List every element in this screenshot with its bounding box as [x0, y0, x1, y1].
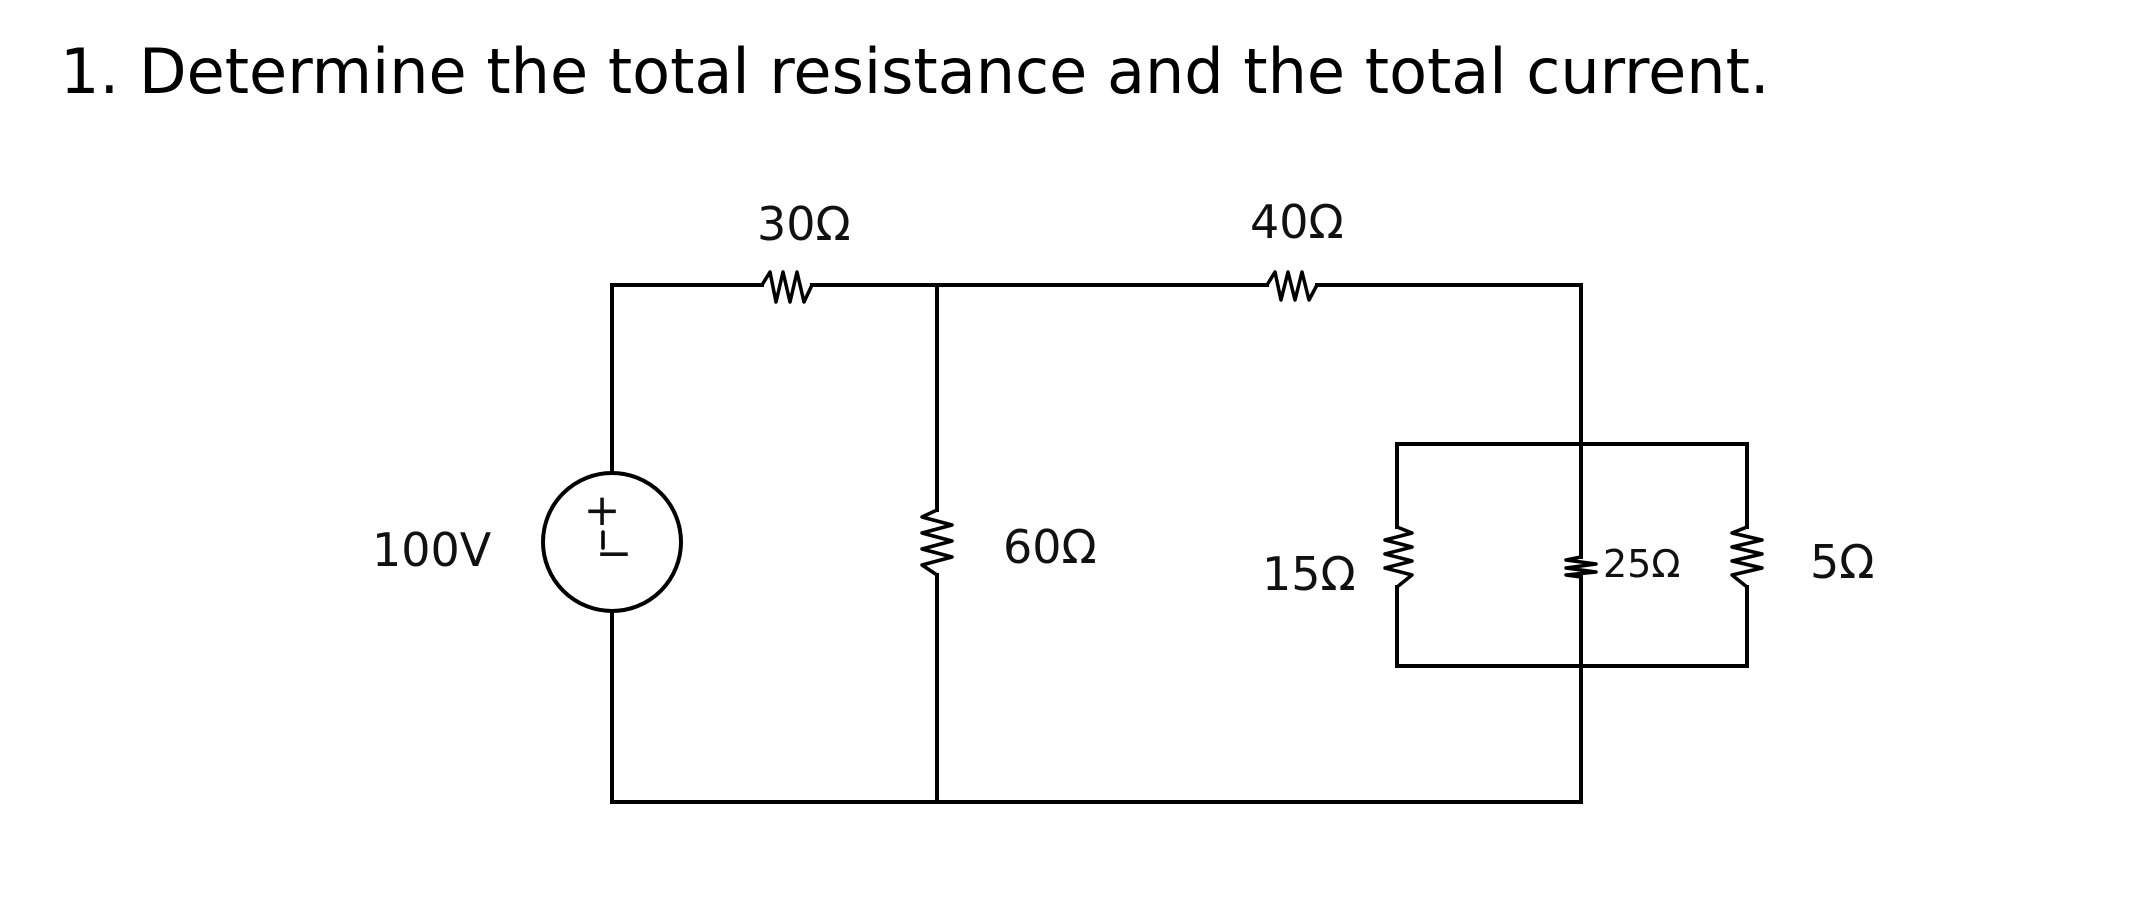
resistor-5-label: 5Ω	[1810, 535, 1874, 589]
voltage-source-circle	[541, 471, 683, 613]
circuit-wires	[610, 283, 1749, 804]
resistor-40-zigzag	[1265, 270, 1319, 302]
resistor-25-zigzag	[1564, 555, 1598, 579]
resistor-40	[1265, 270, 1319, 302]
resistor-30	[760, 270, 814, 304]
resistor-60-zigzag	[920, 508, 954, 577]
voltage-source: + −	[541, 471, 683, 613]
resistor-60	[920, 508, 954, 577]
resistor-30-zigzag	[760, 270, 814, 304]
resistor-5-zigzag	[1730, 525, 1764, 589]
voltage-source-label: 100V	[372, 523, 492, 577]
problem-title: 1. Determine the total resistance and th…	[60, 35, 1770, 108]
wire-bottom	[610, 575, 1583, 804]
resistor-30-label: 30Ω	[757, 197, 851, 251]
resistor-15	[1383, 525, 1414, 589]
resistor-25-label: 25Ω	[1603, 542, 1680, 586]
wire-top-right	[1315, 283, 1583, 559]
resistor-5	[1730, 525, 1764, 589]
voltage-source-minus: −	[596, 528, 633, 579]
voltage-source-plus: +	[584, 485, 621, 536]
resistor-25	[1564, 555, 1598, 579]
resistor-15-label: 15Ω	[1262, 547, 1356, 601]
resistor-60-label: 60Ω	[1003, 520, 1097, 574]
resistor-15-zigzag	[1383, 525, 1414, 589]
resistor-40-label: 40Ω	[1250, 195, 1344, 249]
